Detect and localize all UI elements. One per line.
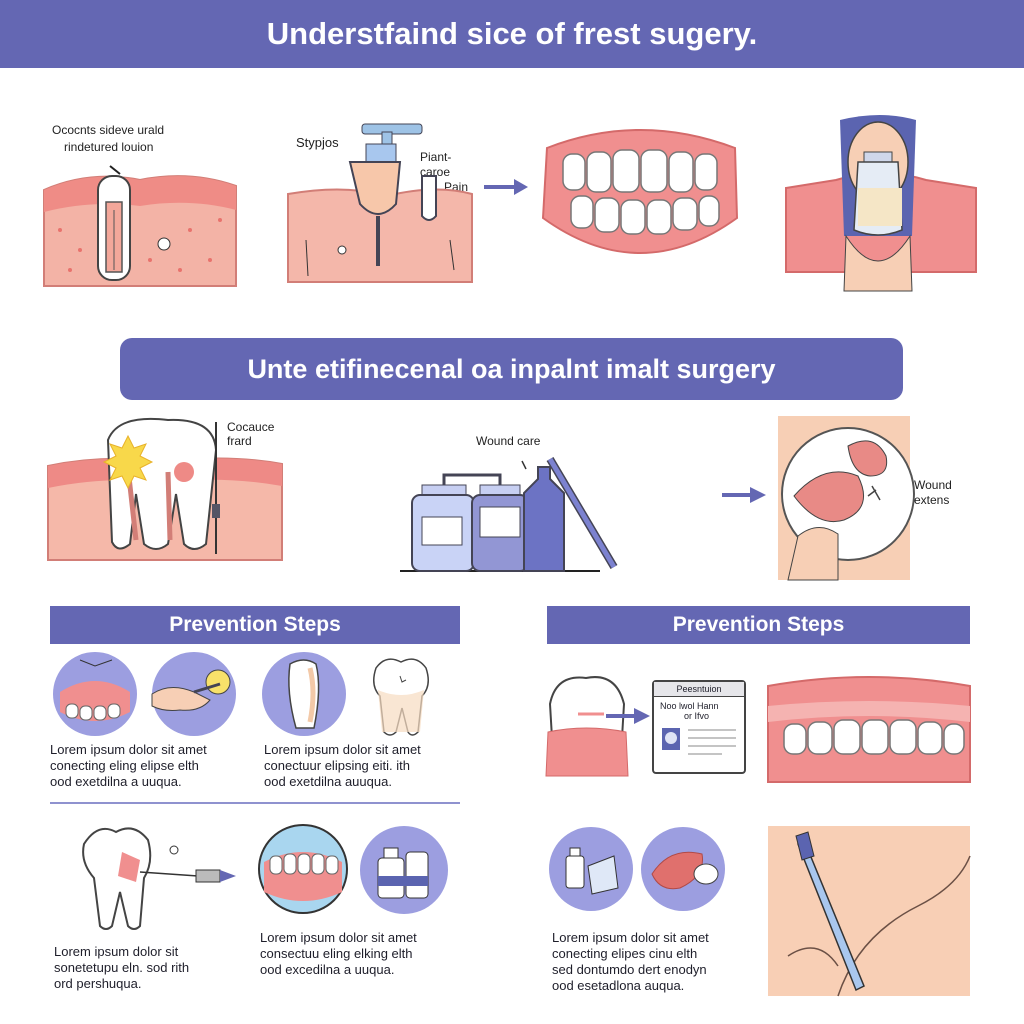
- card-line: Noo lwol Hann: [660, 701, 719, 711]
- section-banner-title: Unte etifinecenal o⁠a inpalnt imalt s‍ur…: [247, 353, 776, 384]
- left-section-title: Prevention Steps: [169, 613, 341, 636]
- right-section-title: Prevention Steps: [672, 613, 845, 636]
- patient-bottle-illustration: [785, 115, 977, 292]
- card-line2: or Ifvo: [684, 711, 710, 721]
- card-header: Peesntuion: [654, 682, 744, 697]
- tooth-gum-arrow-illustration: [545, 676, 650, 777]
- gum-teeth-circle-icon: [53, 652, 137, 736]
- gum-implant-illustration: [43, 165, 237, 287]
- hand-applicator-circle-icon: [151, 652, 236, 736]
- row2-center-label: Wound care: [476, 434, 541, 448]
- implant-dispenser-illustration: [287, 123, 473, 283]
- tooth-root-illustration: [47, 417, 283, 561]
- panel2-label: Stypjos: [296, 135, 339, 150]
- single-tooth-circle-icon: [262, 652, 346, 736]
- right-section-header: Prevention Steps: [547, 606, 970, 644]
- molar-tooth-icon: [373, 658, 429, 736]
- wound-closeup-illustration: [778, 416, 915, 581]
- row2-left-label-line1: Cocauce: [227, 420, 275, 434]
- left-text-a: Lorem ipsum dolor sit amet conecting eli…: [50, 742, 207, 789]
- panel1-label-line2: rindetured louion: [64, 140, 154, 154]
- left-text-c: Lorem ipsum dolor sit sonetetupu eln. so…: [54, 944, 190, 991]
- left-divider: [50, 802, 460, 804]
- left-text-b: Lorem ipsum dolor sit amet conectuur eli…: [264, 742, 421, 789]
- row2-right-label-line1: Wound: [914, 478, 952, 492]
- arrow-right-icon-2: [722, 487, 766, 503]
- page-title: Understfaind sice of frest sugery.: [266, 16, 758, 51]
- teeth-circle-icon: [258, 824, 348, 914]
- prescription-card: Peesntuion Noo lwol Hann or Ifvo: [652, 680, 746, 774]
- page-title-bar: Understfaind sice of frest sugery.: [0, 0, 1024, 68]
- left-section-header: Prevention Steps: [50, 606, 460, 644]
- panel1-label-line1: Ococnts sideve urald: [52, 123, 165, 137]
- medicine-circle-icon: [549, 827, 633, 911]
- tooth-decay-arrow-illustration: [82, 827, 236, 930]
- panel2-side-line1: Piant-: [420, 150, 452, 164]
- right-text-e: Lorem ipsum dolor sit amet conecting eli…: [552, 930, 709, 993]
- teeth-full-smile-illustration: [541, 129, 739, 254]
- row2-left-label-line2: frard: [227, 434, 252, 448]
- gum-tissue-circle-icon: [641, 827, 725, 911]
- bottles-circle-icon: [360, 826, 448, 914]
- wound-care-bottles-illustration: [400, 456, 618, 572]
- teeth-row-illustration: [767, 676, 971, 783]
- section-banner: Unte etifinecenal o⁠a inpalnt imalt s‍ur…: [120, 338, 903, 400]
- row2-right-label-line2: extens: [914, 493, 950, 507]
- swab-skin-illustration: [768, 826, 971, 997]
- arrow-right-icon: [484, 179, 528, 195]
- left-text-d: Lorem ipsum dolor sit amet consectuu eli…: [260, 930, 417, 977]
- card-lines-icon: [662, 728, 736, 755]
